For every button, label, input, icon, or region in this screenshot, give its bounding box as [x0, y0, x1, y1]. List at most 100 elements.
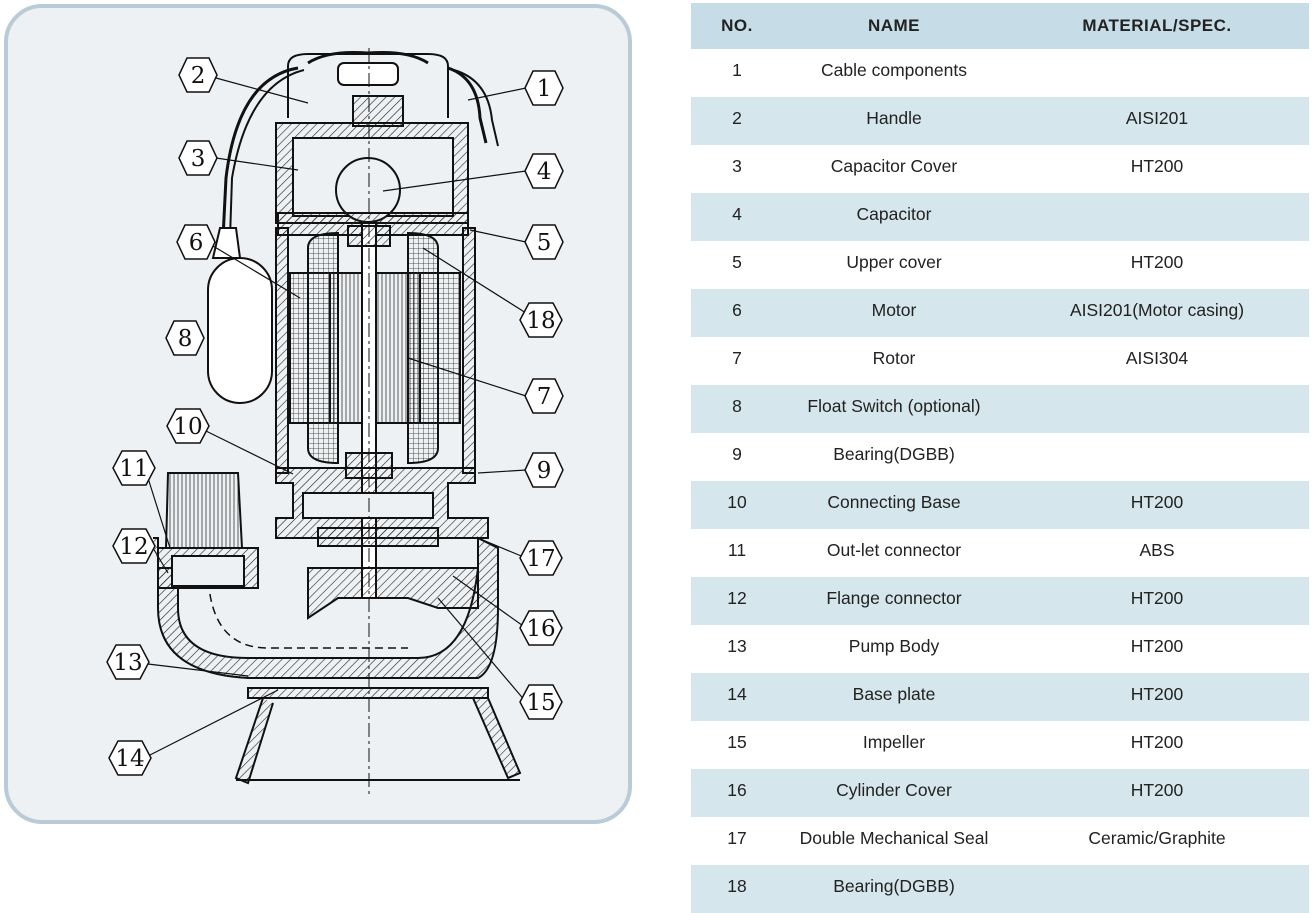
table-row: 11 Out-let connector ABS: [691, 529, 1309, 577]
cell-name: Flange connector: [783, 577, 1005, 625]
callout-1: 1: [524, 70, 564, 106]
cell-no: 10: [691, 481, 783, 529]
cell-material: [1005, 433, 1309, 481]
cell-name: Pump Body: [848, 635, 940, 656]
callout-9: 9: [524, 452, 564, 488]
header-no: NO.: [691, 3, 783, 49]
svg-text:9: 9: [537, 458, 552, 484]
cell-material: HT200: [1005, 577, 1309, 625]
cell-material: ABS: [1139, 539, 1175, 560]
cell-name: Connecting Base: [783, 481, 1005, 529]
cell-material: HT200: [1130, 635, 1184, 656]
svg-text:12: 12: [119, 534, 148, 560]
cell-material: [1005, 193, 1309, 241]
cell-no: 8: [691, 385, 783, 433]
cell-name: Cable components: [821, 59, 967, 80]
cell-material: [1005, 865, 1309, 913]
svg-text:6: 6: [189, 230, 204, 256]
cell-name: Rotor: [872, 347, 916, 368]
table-header-row: NO. NAME MATERIAL/SPEC.: [691, 3, 1309, 49]
table-row: 15 Impeller HT200: [691, 721, 1309, 769]
cell-no: 16: [691, 769, 783, 817]
header-name: NAME: [783, 3, 1005, 49]
svg-text:8: 8: [178, 326, 193, 352]
cell-material: AISI201: [1005, 97, 1309, 145]
callout-4: 4: [524, 153, 564, 189]
cell-material: HT200: [1130, 251, 1184, 272]
cell-no: 1: [732, 59, 742, 80]
svg-text:17: 17: [526, 546, 555, 572]
cell-name: Float Switch (optional): [783, 385, 1005, 433]
cell-material: HT200: [1130, 731, 1184, 752]
callout-6: 6: [176, 224, 216, 260]
cell-name: Bearing(DGBB): [833, 443, 955, 464]
cell-name: Base plate: [783, 673, 1005, 721]
table-row: 1 Cable components: [691, 49, 1309, 97]
cell-name: Capacitor Cover: [830, 155, 958, 176]
callout-13: 13: [106, 644, 150, 680]
svg-text:7: 7: [537, 384, 552, 410]
cell-material: [1005, 385, 1309, 433]
pump-drawing: [153, 48, 522, 798]
cell-name: Double Mechanical Seal: [799, 827, 989, 848]
svg-text:15: 15: [526, 690, 555, 716]
callout-7: 7: [524, 378, 564, 414]
cell-no: 4: [691, 193, 783, 241]
callout-15: 15: [519, 684, 563, 720]
svg-text:4: 4: [537, 159, 552, 185]
cell-no: 18: [691, 865, 783, 913]
table-row: 7 Rotor AISI304: [691, 337, 1309, 385]
svg-text:10: 10: [173, 414, 202, 440]
parts-table: NO. NAME MATERIAL/SPEC. 1 Cable component…: [691, 3, 1309, 913]
cell-no: 7: [732, 347, 742, 368]
svg-text:11: 11: [119, 456, 148, 482]
cell-name: Handle: [783, 97, 1005, 145]
svg-text:1: 1: [537, 76, 552, 102]
cell-no: 14: [691, 673, 783, 721]
cell-name: Out-let connector: [826, 539, 962, 560]
callout-16: 16: [519, 610, 563, 646]
svg-text:2: 2: [191, 63, 206, 89]
cell-material: AISI201(Motor casing): [1005, 289, 1309, 337]
svg-text:18: 18: [526, 308, 555, 334]
cell-name: Capacitor: [783, 193, 1005, 241]
svg-text:5: 5: [537, 230, 552, 256]
cell-no: 2: [691, 97, 783, 145]
svg-text:3: 3: [191, 146, 206, 172]
cell-name: Bearing(DGBB): [783, 865, 1005, 913]
callout-17: 17: [519, 540, 563, 576]
cell-name: Impeller: [862, 731, 926, 752]
cell-no: 11: [727, 539, 747, 560]
leader-lines: [147, 77, 527, 757]
callout-11: 11: [112, 450, 156, 486]
cell-material: Ceramic/Graphite: [1088, 827, 1226, 848]
cell-material: HT200: [1005, 481, 1309, 529]
callout-18: 18: [519, 302, 563, 338]
cell-material: AISI304: [1125, 347, 1189, 368]
callout-2: 2: [178, 57, 218, 93]
cell-name: Cylinder Cover: [783, 769, 1005, 817]
cell-material: HT200: [1005, 673, 1309, 721]
svg-text:13: 13: [113, 650, 142, 676]
cell-material: HT200: [1130, 155, 1184, 176]
callout-12: 12: [112, 528, 156, 564]
cell-name: Motor: [783, 289, 1005, 337]
callout-3: 3: [178, 140, 218, 176]
cell-no: 12: [691, 577, 783, 625]
pump-cross-section-panel: 1 2 3 4 5 6 7 8: [4, 4, 632, 824]
cell-no: 15: [727, 731, 747, 752]
header-material: MATERIAL/SPEC.: [1005, 3, 1309, 49]
callout-5: 5: [524, 224, 564, 260]
callout-14: 14: [108, 740, 152, 776]
